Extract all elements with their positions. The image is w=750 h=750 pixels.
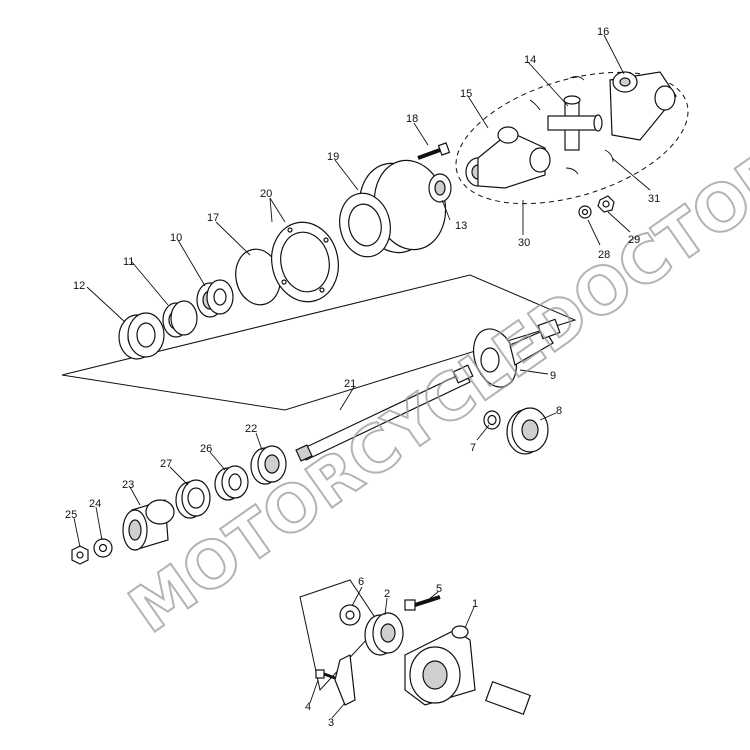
nut-part-25 [71,545,89,565]
oil-seal-part-13 [428,173,452,203]
leader-lines [73,34,651,719]
bevel-gear-part-9 [472,318,561,388]
bolt-part-4 [315,669,336,680]
callout-5: 5 [436,583,442,595]
callout-27: 27 [160,458,172,470]
universal-joint-group-outline [455,71,689,205]
callout-2: 2 [384,588,390,600]
callout-29: 29 [628,234,640,246]
washer-part-28 [578,205,592,219]
callout-26: 26 [200,443,212,455]
bearing-part-2 [364,612,404,656]
plate-part-3 [334,654,356,706]
housing-part-1 [404,625,531,716]
callout-14: 14 [524,54,536,66]
callout-22: 22 [245,423,257,435]
bearing-cage-part-26 [214,465,249,501]
callout-7: 7 [470,442,476,454]
callout-24: 24 [89,498,101,510]
nut-part-7 [483,410,501,430]
callout-9: 9 [550,370,556,382]
callout-20: 20 [260,188,272,200]
callout-19: 19 [327,151,339,163]
circlip-part-31 [529,75,614,175]
callout-25: 25 [65,509,77,521]
callout-4: 4 [305,701,311,713]
bolt-part-18 [417,142,451,160]
sleeve-part-23 [122,499,175,551]
yoke-part-16 [609,71,677,141]
callout-30: 30 [518,237,530,249]
washer-part-6 [339,604,361,626]
washer-part-24 [93,538,113,558]
callout-21: 21 [344,378,356,390]
callout-18: 18 [406,113,418,125]
callout-17: 17 [207,212,219,224]
callout-16: 16 [597,26,609,38]
bearing-cage-part-11 [162,300,198,338]
yoke-part-15 [465,126,551,189]
bolt-part-5 [404,595,441,611]
callout-12: 12 [73,280,85,292]
callout-1: 1 [472,598,478,610]
callout-11: 11 [123,256,134,268]
gasket-part-20 [271,221,339,303]
callout-8: 8 [556,405,562,417]
callout-23: 23 [122,479,134,491]
housing-part-19 [339,159,447,258]
callout-31: 31 [648,193,660,205]
bearing-part-22 [250,445,287,485]
gear-part-8 [506,407,549,455]
callout-6: 6 [358,576,364,588]
nut-part-29 [597,195,615,213]
spacer-part-27 [175,479,211,519]
shaft-part-21 [295,364,474,462]
ball-bearing-part-10 [196,279,234,318]
callout-labels: 1 2 3 4 5 6 7 8 9 10 11 12 13 14 15 16 1… [65,26,660,729]
spider-cross-part-14 [547,95,603,151]
bearing-part-12 [118,312,165,360]
callout-13: 13 [455,220,467,232]
callout-3: 3 [328,717,334,729]
callout-28: 28 [598,249,610,261]
group-frame-upper [61,274,577,411]
callout-10: 10 [170,232,182,244]
callout-15: 15 [460,88,472,100]
